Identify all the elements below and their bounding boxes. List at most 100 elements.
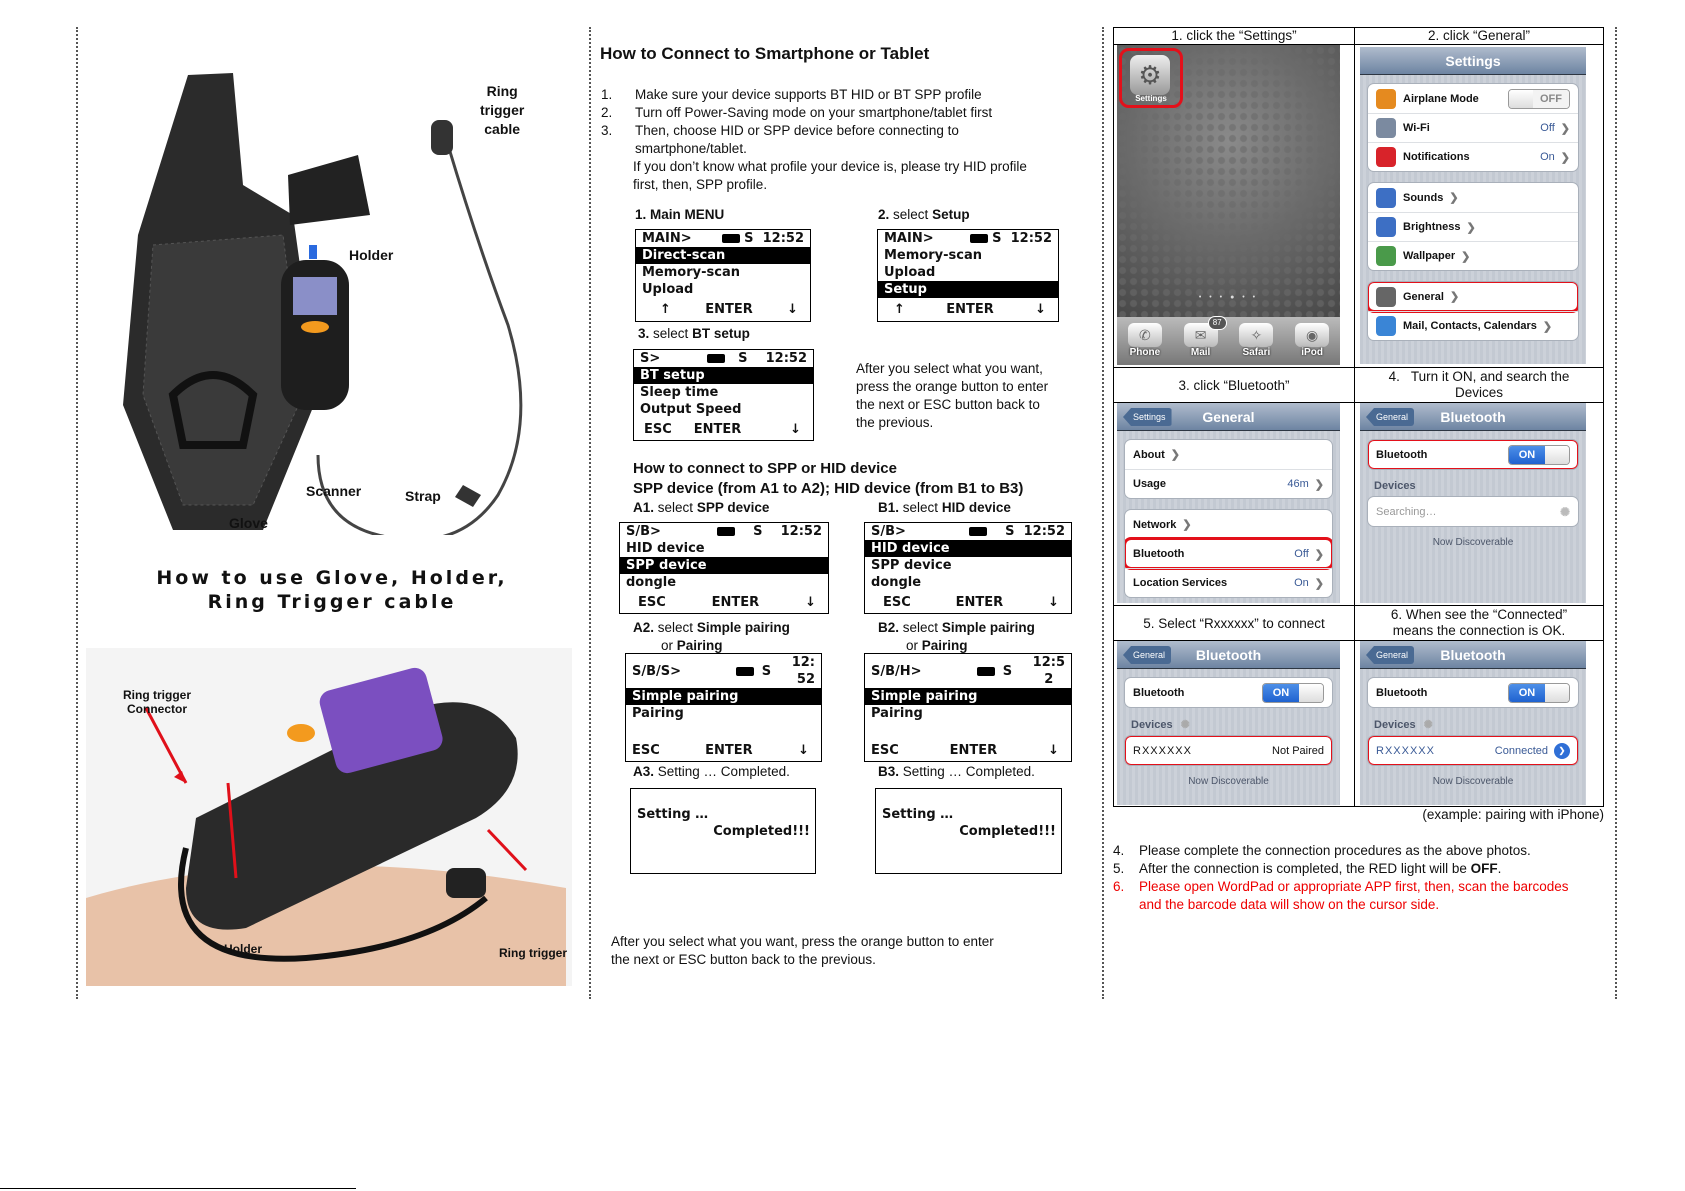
ipod-icon[interactable]: ◉ xyxy=(1295,323,1330,347)
lcd-esc: ESC xyxy=(644,422,672,437)
row-label: Airplane Mode xyxy=(1403,92,1479,105)
lcd-status: S xyxy=(992,231,1002,246)
settings-gear-icon[interactable]: ⚙ xyxy=(1130,55,1170,95)
wi-fi-icon xyxy=(1376,118,1396,138)
step-text: Turn off Power-Saving mode on your smart… xyxy=(635,105,993,120)
devices-text: Devices xyxy=(1131,718,1173,731)
phone-icon[interactable]: ✆ xyxy=(1127,323,1162,347)
back-button[interactable]: General xyxy=(1123,646,1172,664)
spp-hid-title: How to connect to SPP or HID device xyxy=(633,460,897,477)
b3-label: B3. Setting … Completed. xyxy=(878,764,1035,779)
step-header: 3. click “Bluetooth” xyxy=(1114,368,1354,403)
toggle-state: ON xyxy=(1263,683,1299,702)
back-button[interactable]: General xyxy=(1366,646,1415,664)
settings-row-mail-contacts-calendars[interactable]: Mail, Contacts, Calendars❯ xyxy=(1368,311,1578,340)
lcd-setting-text: Setting … xyxy=(637,807,709,822)
devices-label: Devices✺ xyxy=(1374,718,1572,732)
settings-row-about[interactable]: About❯ xyxy=(1125,440,1332,469)
lcd-enter: ENTER xyxy=(693,422,742,437)
lcd-status: S xyxy=(744,231,754,246)
left-title-line2: Ring Trigger cable xyxy=(207,591,457,613)
row-label: Notifications xyxy=(1403,151,1470,163)
toggle-switch[interactable]: OFF xyxy=(1508,88,1570,109)
column-divider xyxy=(1102,27,1104,999)
down-arrow-icon: ↓ xyxy=(1048,743,1059,758)
lcd-main-menu: MAIN> S 12:52 Direct-scan Memory-scan Up… xyxy=(635,229,811,322)
lcd-item: Memory-scan xyxy=(642,265,740,280)
safari-compass-icon[interactable]: ✧ xyxy=(1239,323,1274,347)
bottom-note-line: After you select what you want, press th… xyxy=(611,934,994,949)
down-arrow-icon: ↓ xyxy=(787,302,798,317)
settings-row-airplane-mode[interactable]: Airplane Mode OFF xyxy=(1368,84,1578,113)
left-section-title: How to use Glove, Holder, Ring Trigger c… xyxy=(86,566,578,614)
settings-row-sounds[interactable]: Sounds❯ xyxy=(1368,183,1578,212)
bottom-note: After you select what you want, press th… xyxy=(611,933,994,969)
back-button[interactable]: Settings xyxy=(1123,408,1172,426)
chevron-right-icon: ❯ xyxy=(1314,577,1324,590)
lcd-item-selected: BT setup xyxy=(634,367,813,384)
settings-row-wallpaper[interactable]: Wallpaper❯ xyxy=(1368,241,1578,270)
setup-steps: 1.Make sure your device supports BT HID … xyxy=(601,86,1027,194)
side-note-line: press the orange button to enter xyxy=(856,379,1049,394)
step-text: After the connection is completed, the R… xyxy=(1139,861,1471,876)
lcd-item: HID device xyxy=(626,541,705,556)
step-text-warning: and the barcode data will show on the cu… xyxy=(1139,897,1440,912)
nav-title: Bluetooth xyxy=(1440,647,1506,663)
step-text-warning: Please open WordPad or appropriate APP f… xyxy=(1139,879,1569,894)
column-divider xyxy=(76,27,78,999)
nav-bar: General Bluetooth xyxy=(1360,641,1586,669)
lcd-item: Upload xyxy=(642,282,694,297)
step-text: Please complete the connection procedure… xyxy=(1139,843,1531,858)
row-value: Off xyxy=(1540,122,1555,134)
toggle-switch[interactable]: ON xyxy=(1508,444,1570,465)
lcd-status: S xyxy=(738,351,748,366)
back-button[interactable]: General xyxy=(1366,408,1415,426)
lcd-item: Pairing xyxy=(632,706,684,721)
settings-row-searching-[interactable]: Searching…✺ xyxy=(1368,497,1578,526)
detail-disclosure-icon[interactable]: ❯ xyxy=(1554,742,1570,759)
toggle-knob xyxy=(1545,683,1569,702)
settings-row-general[interactable]: General❯ xyxy=(1368,282,1578,313)
photo-label-holder: Holder xyxy=(349,247,394,263)
down-arrow-icon: ↓ xyxy=(1035,302,1046,317)
step-number: 3. xyxy=(601,123,613,138)
lcd-enter: ENTER xyxy=(946,302,994,317)
toggle-switch[interactable]: ON xyxy=(1508,682,1570,703)
spinner-icon: ✺ xyxy=(1423,719,1433,731)
settings-row-network[interactable]: Network❯ xyxy=(1125,510,1332,539)
row-value: Off xyxy=(1294,548,1309,560)
row-value: On xyxy=(1540,151,1555,163)
chevron-right-icon: ❯ xyxy=(1314,548,1324,561)
photo-label-ring-trigger-cable: Ring trigger cable xyxy=(480,83,525,137)
row-label: General xyxy=(1403,290,1444,303)
toggle-switch[interactable]: ON xyxy=(1262,682,1324,703)
settings-row-brightness[interactable]: Brightness❯ xyxy=(1368,212,1578,241)
devices-label: Devices xyxy=(1374,480,1572,492)
airplane-mode-icon xyxy=(1376,88,1396,109)
sounds-icon xyxy=(1376,187,1396,208)
row-label: Wi-Fi xyxy=(1403,122,1430,134)
settings-app-label: Settings xyxy=(1135,94,1167,103)
row-label: RXXXXXX xyxy=(1133,744,1192,757)
toggle-state: OFF xyxy=(1533,89,1569,108)
